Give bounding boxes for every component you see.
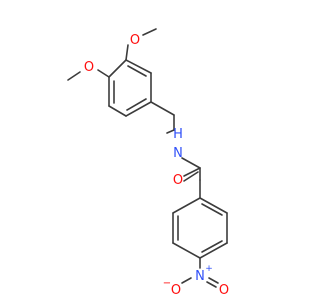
bond-ring1-inner-2 xyxy=(126,98,147,111)
bond-ring1-inner-1 xyxy=(127,65,147,77)
bond-ring2-c xyxy=(199,242,228,259)
bond-carbonyl-o-2 xyxy=(183,171,199,182)
atom-label-hydrogen-amide: H xyxy=(173,127,183,142)
atom-label-oxygen-nitro-right: O xyxy=(219,283,229,298)
charge-label-nitro-n: + xyxy=(205,264,213,274)
bond-o1-ring xyxy=(125,44,129,61)
bond-ring1-f xyxy=(108,59,127,78)
molecule-canvas: O O N H O N + O − O xyxy=(67,28,229,298)
bond-ring1-c xyxy=(125,101,152,117)
bond-ring1-a xyxy=(125,59,152,74)
bond-o2-ring xyxy=(97,69,110,78)
bond-ring1-d xyxy=(108,105,127,117)
bonds xyxy=(67,28,228,288)
bond-n-o-left xyxy=(181,277,192,284)
charge-label-nitro-o: − xyxy=(163,278,171,289)
bond-n-carbonyl xyxy=(181,157,201,169)
atom-label-nitrogen-amide: N xyxy=(173,146,183,161)
bond-ring2-a xyxy=(199,197,228,214)
bond-n-o-right-1 xyxy=(208,277,219,284)
bond-ring2-inner-1 xyxy=(201,203,223,216)
atom-label-oxygen-methoxy-top: O xyxy=(130,33,140,48)
bond-ring2-d xyxy=(172,242,201,259)
bond-methyl-o1 xyxy=(142,28,157,36)
atom-labels: O O N H O N + O − O xyxy=(84,33,229,298)
atom-label-nitrogen-nitro: N xyxy=(195,269,205,284)
atom-label-oxygen-nitro-left: O xyxy=(171,283,181,298)
bond-carbonyl-o-1 xyxy=(183,167,201,177)
bond-ring-ch2 xyxy=(150,101,175,116)
molecule-structure: O O N H O N + O − O xyxy=(67,28,229,298)
bond-ch2-n xyxy=(166,129,175,134)
atom-label-oxygen-carbonyl: O xyxy=(173,173,183,188)
atom-label-oxygen-methoxy-left: O xyxy=(84,60,94,75)
bond-methyl-o2 xyxy=(67,71,81,81)
bond-ring2-inner-2 xyxy=(201,240,223,253)
bond-ring2-f xyxy=(172,197,201,214)
bond-n-o-right-2 xyxy=(206,281,217,288)
